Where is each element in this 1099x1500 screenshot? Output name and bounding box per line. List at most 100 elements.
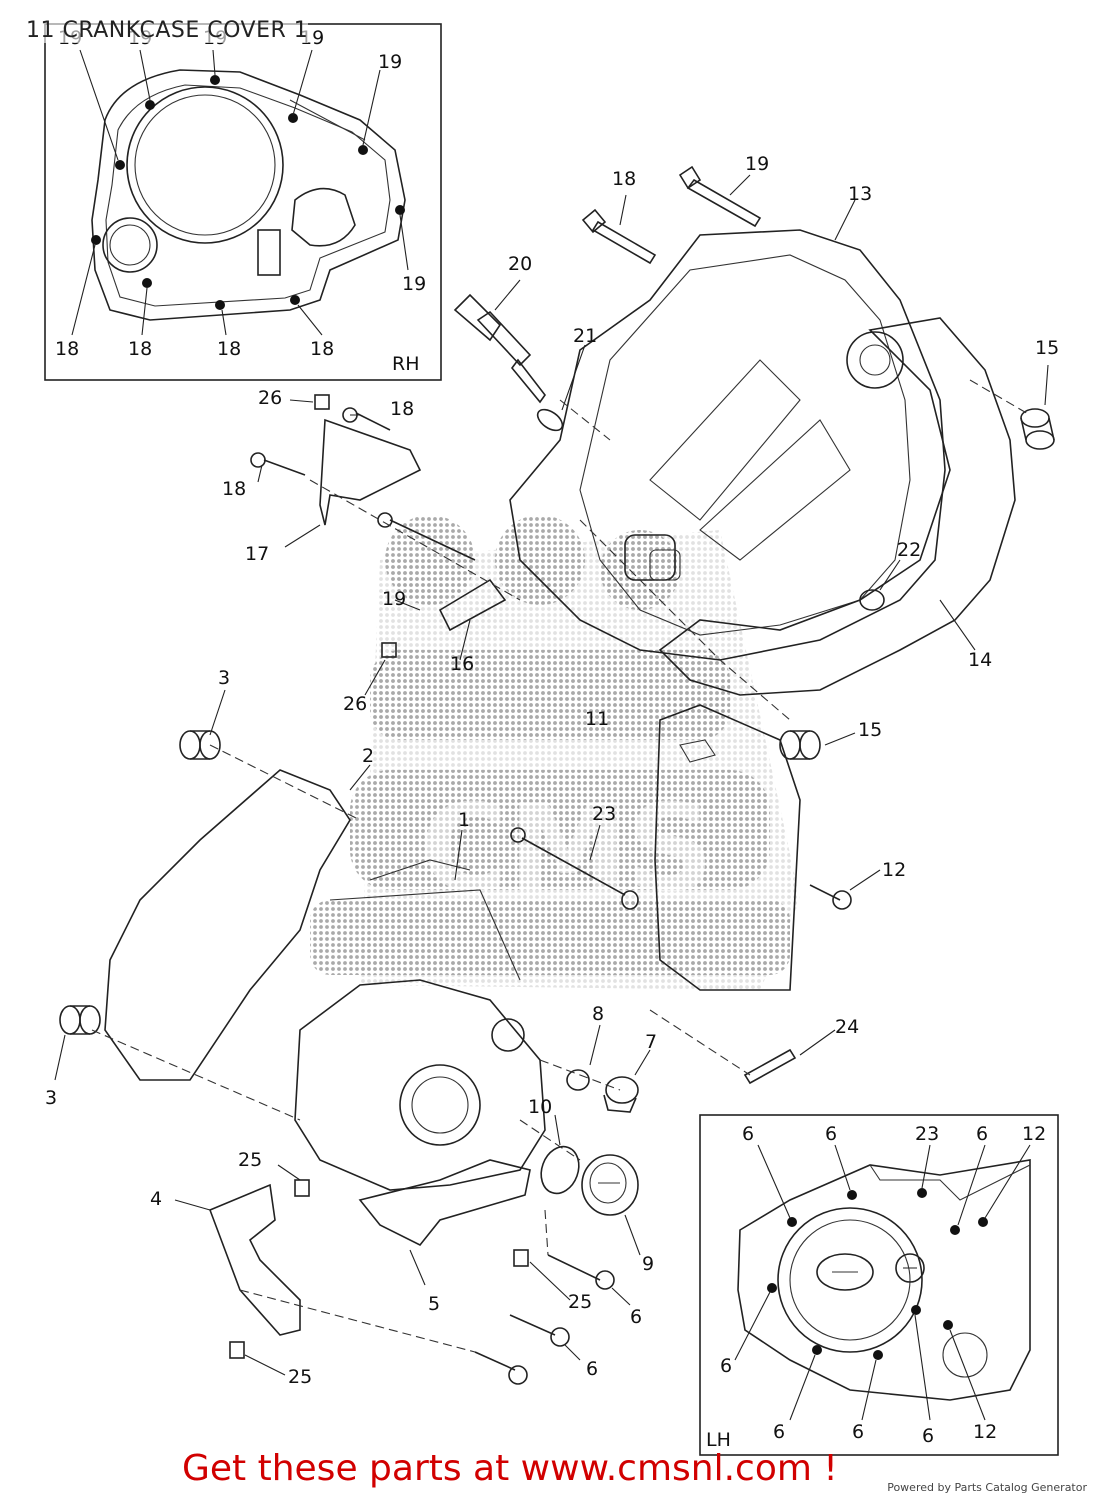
callout-lh-6a: 6 <box>742 1123 754 1145</box>
gasket-left <box>104 769 351 1081</box>
callout-m-13: 13 <box>848 183 872 205</box>
dowel-pin-15a <box>1020 408 1055 450</box>
dowel-pin-3a <box>179 730 221 760</box>
callout-m-18a: 18 <box>612 168 636 190</box>
callout-m-20: 20 <box>508 253 532 275</box>
o-ring-21 <box>536 408 564 432</box>
bolt-18c <box>250 452 306 476</box>
main-exploded-view: 18 19 13 20 21 15 26 18 18 17 22 14 19 1… <box>45 153 1059 1388</box>
watermark-text: CMS <box>420 780 714 919</box>
oil-seal-22 <box>859 589 885 611</box>
callout-m-26a: 26 <box>258 387 282 409</box>
lh-bolt-dots <box>767 1188 988 1360</box>
bolt-6b <box>509 1314 570 1347</box>
rh-bolt-dots <box>91 75 405 310</box>
callout-m-4: 4 <box>150 1188 162 1210</box>
callout-lh-6d: 6 <box>720 1355 732 1377</box>
rh-inset: 19 19 19 19 19 19 18 18 18 18 RH <box>44 23 442 381</box>
callout-m-6b: 6 <box>586 1358 598 1380</box>
oil-level-gauge <box>453 293 546 404</box>
callout-rh-18c: 18 <box>217 338 241 360</box>
nut-25a <box>294 1179 310 1197</box>
nut-26a <box>314 394 330 410</box>
callout-m-19b: 19 <box>382 588 406 610</box>
pin-24 <box>743 1048 797 1085</box>
callout-lh-6g: 6 <box>922 1425 934 1447</box>
callout-m-18c: 18 <box>222 478 246 500</box>
bolt-19-mid <box>377 512 476 561</box>
callout-m-10: 10 <box>528 1096 552 1118</box>
callout-m-25b: 25 <box>568 1291 592 1313</box>
bracket-17 <box>319 418 422 526</box>
callout-m-9: 9 <box>642 1253 654 1275</box>
bracket-4 <box>208 1183 301 1336</box>
bolt-12 <box>809 884 852 910</box>
callout-m-15a: 15 <box>1035 337 1059 359</box>
callout-m-16: 16 <box>450 653 474 675</box>
callout-lh-6f: 6 <box>852 1421 864 1443</box>
credit-text: Powered by Parts Catalog Generator <box>887 1481 1087 1494</box>
callout-lh-12a: 12 <box>1022 1123 1046 1145</box>
callout-lh-6e: 6 <box>773 1421 785 1443</box>
callout-m-11: 11 <box>585 708 609 730</box>
callout-m-26b: 26 <box>343 693 367 715</box>
callout-m-5: 5 <box>428 1293 440 1315</box>
callout-rh-18d: 18 <box>310 338 334 360</box>
o-ring-10 <box>540 1145 580 1195</box>
callout-lh-6b: 6 <box>825 1123 837 1145</box>
callout-m-15b: 15 <box>858 719 882 741</box>
callout-m-3b: 3 <box>45 1087 57 1109</box>
callout-m-21: 21 <box>573 325 597 347</box>
callout-m-19a: 19 <box>745 153 769 175</box>
callout-m-1: 1 <box>458 809 470 831</box>
cta-link[interactable]: Get these parts at www.cmsnl.com ! <box>182 1448 838 1489</box>
callout-m-18b: 18 <box>390 398 414 420</box>
rh-inset-label: RH <box>392 353 420 375</box>
callout-m-7: 7 <box>645 1031 657 1053</box>
o-ring-8 <box>566 1069 590 1091</box>
callout-m-8: 8 <box>592 1003 604 1025</box>
dowel-pin-15b <box>779 730 821 760</box>
callout-m-6a: 6 <box>630 1306 642 1328</box>
callout-rh-19e: 19 <box>378 51 402 73</box>
callout-m-23: 23 <box>592 803 616 825</box>
callout-lh-12b: 12 <box>973 1421 997 1443</box>
nut-25b <box>513 1249 529 1267</box>
crankcase-cover-right <box>509 229 946 661</box>
leader-lines <box>54 174 1049 1376</box>
callout-lh-6c: 6 <box>976 1123 988 1145</box>
callout-m-12: 12 <box>882 859 906 881</box>
callout-lh-23: 23 <box>915 1123 939 1145</box>
bolt-6a <box>547 1254 615 1290</box>
callout-m-2: 2 <box>362 745 374 767</box>
callout-rh-19f: 19 <box>402 273 426 295</box>
page-title: 11 CRANKCASE COVER 1 <box>26 18 309 43</box>
assembly-lines <box>91 379 1031 1353</box>
lh-inset-label: LH <box>706 1429 731 1451</box>
plug-7 <box>603 1076 639 1113</box>
gasket-right <box>658 317 1016 696</box>
nut-26b <box>381 642 397 658</box>
dowel-pin-3b <box>59 1005 101 1035</box>
guide-16 <box>438 578 507 632</box>
callout-rh-18a: 18 <box>55 338 79 360</box>
cover-11 <box>654 704 801 991</box>
callout-rh-18b: 18 <box>128 338 152 360</box>
callout-m-25c: 25 <box>288 1366 312 1388</box>
callout-m-22: 22 <box>897 539 921 561</box>
crankcase-cover-left <box>294 979 546 1191</box>
bolt-23 <box>510 827 639 910</box>
callout-m-25a: 25 <box>238 1149 262 1171</box>
watermark: CMS <box>310 515 800 990</box>
callout-m-24: 24 <box>835 1016 859 1038</box>
lh-inset: 6 6 23 6 12 6 6 6 6 12 LH <box>699 1114 1059 1456</box>
plug-9 <box>581 1154 639 1216</box>
nut-25c <box>229 1341 245 1359</box>
bolt-18-top <box>581 208 657 265</box>
bolt-19-top <box>678 165 762 228</box>
bolt-18b <box>342 407 391 431</box>
callout-m-3a: 3 <box>218 667 230 689</box>
callout-m-17: 17 <box>245 543 269 565</box>
bolt-6c <box>474 1351 528 1385</box>
